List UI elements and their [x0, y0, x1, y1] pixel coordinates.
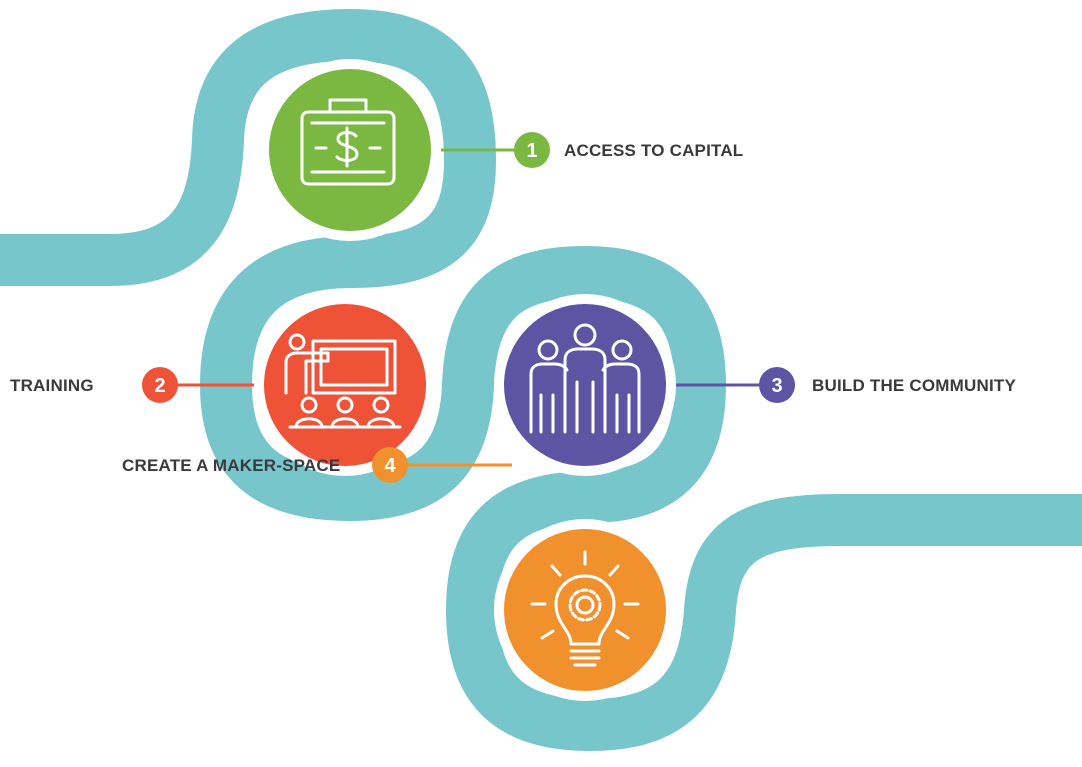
step-1-number: 1 — [526, 140, 537, 162]
step-4-number: 4 — [384, 455, 396, 477]
step-4-label: CREATE A MAKER-SPACE — [122, 456, 341, 475]
step-2-badge: 2 — [142, 367, 178, 403]
presentation-audience-icon — [284, 333, 402, 429]
step-3-label: BUILD THE COMMUNITY — [812, 376, 1017, 395]
step-3-badge: 3 — [759, 367, 795, 403]
step-2-label: TRAINING — [10, 376, 94, 395]
step-1-badge: 1 — [514, 132, 550, 168]
step-3-number: 3 — [771, 375, 782, 397]
people-group-icon — [529, 323, 641, 434]
lightbulb-gear-icon — [530, 550, 640, 667]
step-2-number: 2 — [154, 375, 165, 397]
step-1-label: ACCESS TO CAPITAL — [564, 141, 744, 160]
step-4-badge: 4 — [372, 447, 408, 483]
winding-path — [0, 8, 1082, 752]
briefcase-dollar-icon — [300, 98, 396, 186]
step-1-circle — [259, 59, 441, 241]
step-4-circle — [494, 519, 676, 701]
